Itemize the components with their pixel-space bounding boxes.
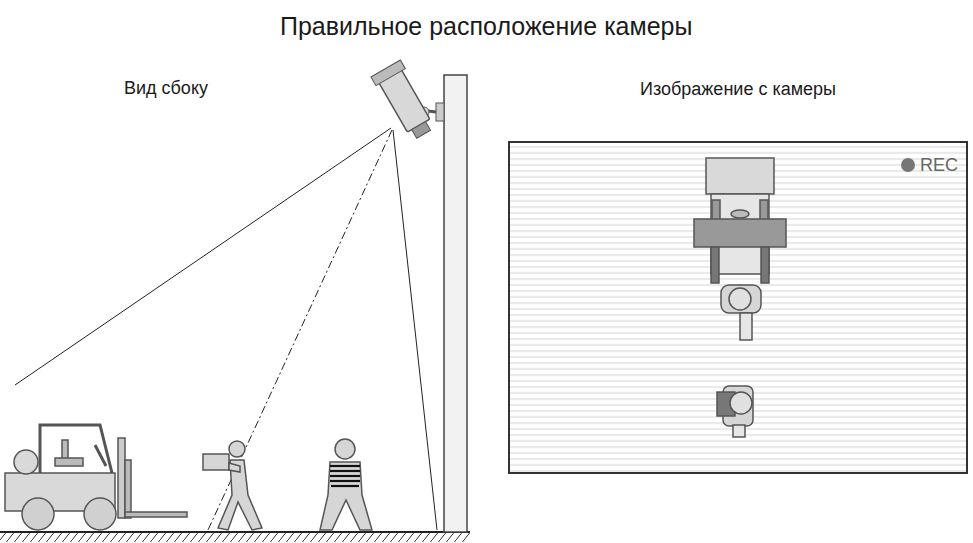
axis-line [208,130,392,530]
camera [371,60,444,143]
ground-hatch [0,533,470,542]
rec-indicator: REC [920,155,958,176]
wall [444,75,467,532]
camera-screen: Изображение с камерыREC [508,141,968,474]
screen-heading: Изображение с камеры [640,79,836,100]
worker-top [721,285,761,340]
worker [320,439,372,530]
forklift [5,425,187,530]
worker-with-box-top [717,386,753,437]
worker-with-box [203,441,262,530]
view-line [393,130,437,530]
rec-dot [901,158,915,172]
view-label: Вид сбоку [124,78,208,99]
title: Правильное расположение камеры [280,12,693,41]
forklift-top [694,158,786,283]
view-line [15,128,391,385]
screen-ground [509,142,967,473]
ground-line [0,531,470,533]
